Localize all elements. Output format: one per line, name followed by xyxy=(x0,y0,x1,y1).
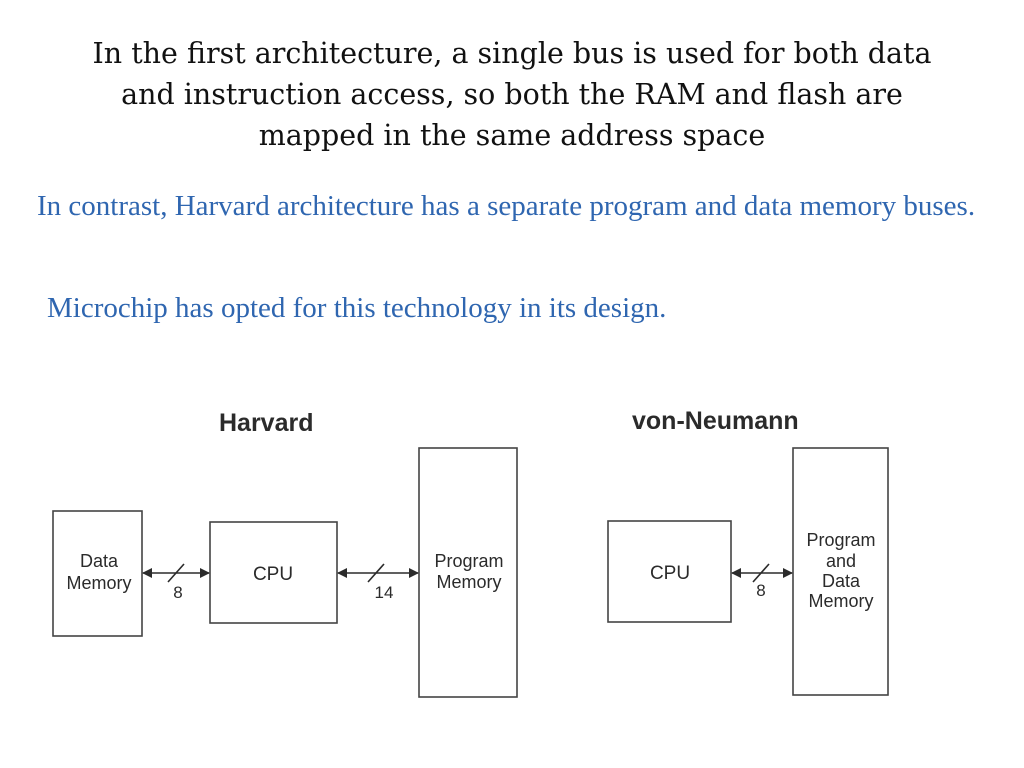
harvard-data-memory-box xyxy=(52,510,143,637)
harvard-data-memory-label-2: Memory xyxy=(66,573,131,593)
heading-line-1: In the first architecture, a single bus … xyxy=(92,37,932,70)
harvard-program-memory-box xyxy=(418,447,518,698)
von-neumann-memory-box xyxy=(792,447,889,696)
harvard-data-memory-label-1: Data xyxy=(80,551,119,571)
von-neumann-bus-width: 8 xyxy=(756,581,765,600)
von-neumann-diagram: von-Neumann CPU Program and Data Memory … xyxy=(607,407,889,696)
harvard-program-bus-width: 14 xyxy=(375,583,394,602)
von-neumann-memory-label-2: and xyxy=(826,551,856,571)
harvard-paragraph: In contrast, Harvard architecture has a … xyxy=(37,190,976,222)
von-neumann-cpu-label: CPU xyxy=(650,563,690,584)
von-neumann-cpu-box xyxy=(607,520,732,623)
heading-line-3: mapped in the same address space xyxy=(258,119,766,152)
heading-line-2: and instruction access, so both the RAM … xyxy=(121,78,903,111)
von-neumann-memory-label-3: Data xyxy=(822,571,861,591)
harvard-data-bus-slash xyxy=(167,563,185,583)
harvard-program-memory-label-1: Program xyxy=(434,551,503,571)
harvard-cpu-label: CPU xyxy=(253,564,293,585)
harvard-program-memory-label-2: Memory xyxy=(436,572,501,592)
harvard-diagram: Harvard Data Memory CPU Program Memory 8… xyxy=(52,409,518,698)
harvard-title: Harvard xyxy=(219,409,314,437)
von-neumann-title: von-Neumann xyxy=(632,407,799,435)
slide-heading: In the first architecture, a single bus … xyxy=(40,33,984,156)
harvard-program-bus-slash xyxy=(367,563,385,583)
von-neumann-memory-label-1: Program xyxy=(806,530,875,550)
microchip-paragraph: Microchip has opted for this technology … xyxy=(47,292,667,324)
von-neumann-bus-slash xyxy=(752,563,770,583)
harvard-data-bus-width: 8 xyxy=(173,583,182,602)
von-neumann-memory-label-4: Memory xyxy=(808,591,873,611)
